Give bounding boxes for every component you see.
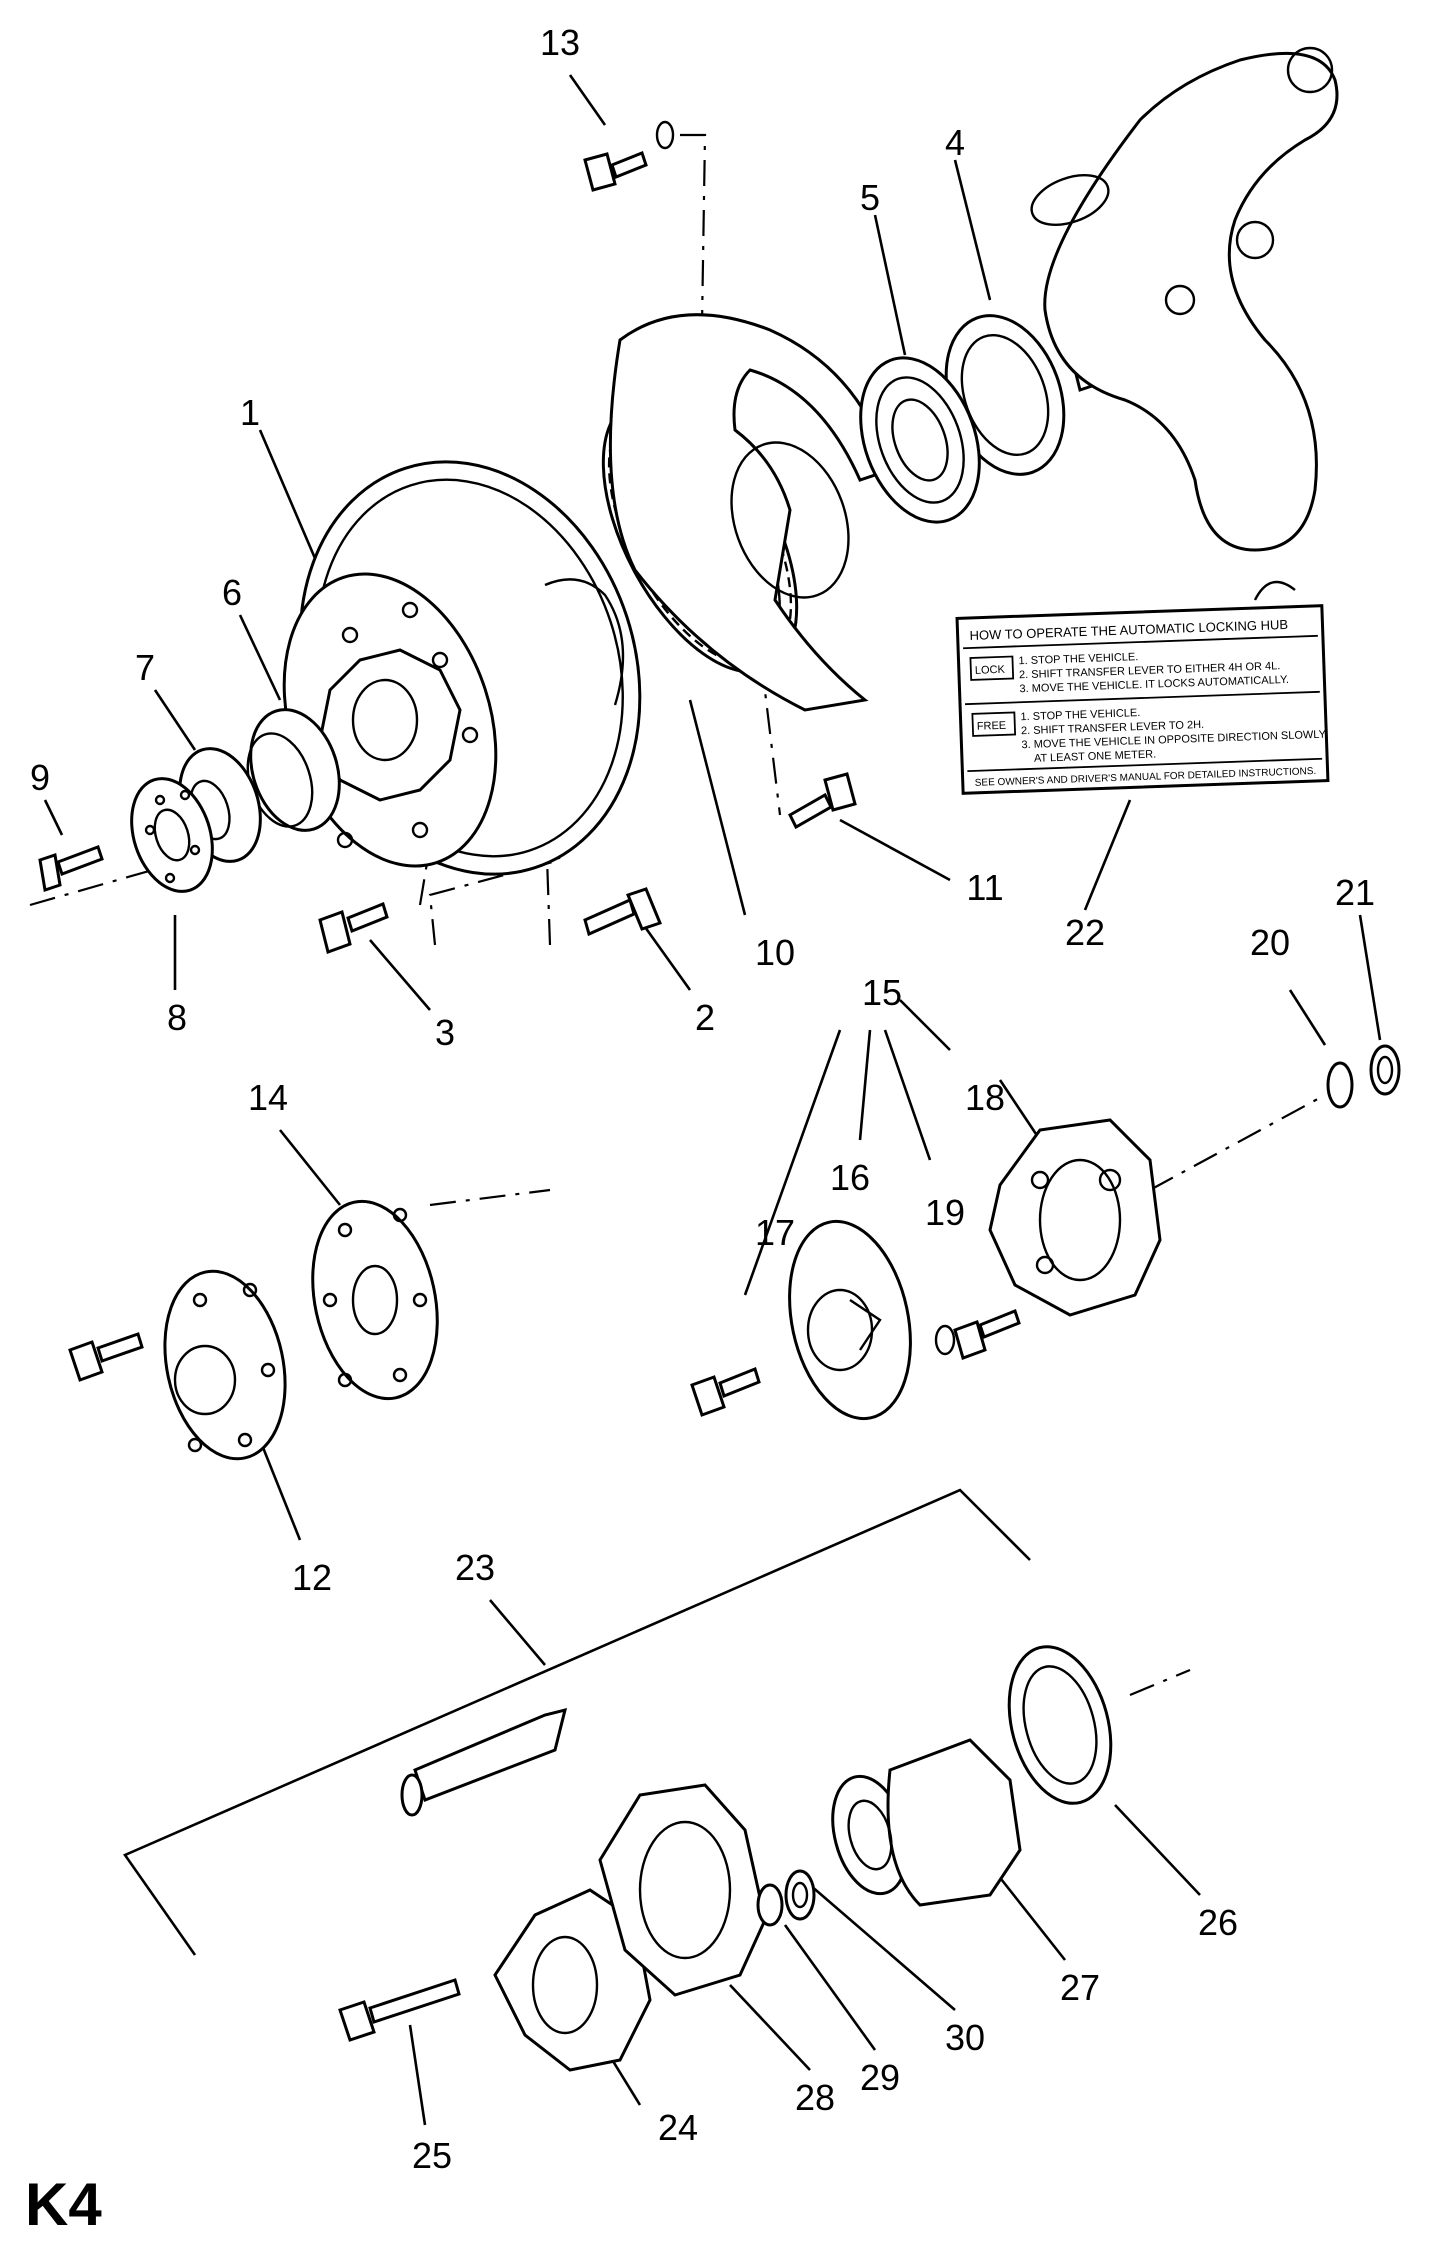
hub-cover [788,1219,912,1421]
bolt-11 [788,772,857,830]
callout-23: 23 [455,1547,495,1588]
kit-washer [784,1869,816,1921]
callout-30: 30 [945,2017,985,2058]
steering-knuckle [1030,46,1339,552]
seal [246,708,341,832]
callout-18: 18 [965,1077,1005,1118]
bolt-9 [38,845,104,892]
callout-26: 26 [1198,1902,1238,1943]
callout-15: 15 [862,972,902,1013]
page-code: K4 [25,2171,102,2238]
locking-hub-body [988,1118,1162,1317]
callout-14: 14 [248,1077,288,1118]
callout-4: 4 [945,122,965,163]
bearing-inner [859,356,981,524]
bolt-2 [583,887,662,937]
callout-19: 19 [925,1192,965,1233]
callout-11: 11 [966,867,1003,908]
callout-6: 6 [222,572,242,613]
callout-numbers: 1 2 3 4 5 6 7 8 9 10 11 12 13 14 15 16 1… [30,22,1375,2176]
kit-snap-ring [756,1883,784,1927]
hub-flange [311,1199,439,1401]
callout-22: 22 [1065,912,1105,953]
bolt-12 [68,1332,144,1382]
callout-10: 10 [755,932,795,973]
label-free-step-1: 1. STOP THE VEHICLE. [1020,707,1140,723]
dust-shield [608,313,892,712]
label-lock-step-1: 1. STOP THE VEHICLE. [1018,651,1138,667]
callout-13: 13 [540,22,580,63]
bolt-17 [690,1367,761,1417]
callout-29: 29 [860,2057,900,2098]
clutch-assembly [831,1738,1022,1907]
cam-ring [1007,1645,1113,1805]
bolt-3 [318,902,389,954]
callout-5: 5 [860,177,880,218]
callout-3: 3 [435,1012,455,1053]
hub-cap [163,1269,287,1461]
bolt-13 [583,120,675,192]
label-free-box: FREE [977,720,1007,733]
label-lock-box: LOCK [975,664,1006,677]
instruction-label: HOW TO OPERATE THE AUTOMATIC LOCKING HUB… [955,580,1330,795]
callout-2: 2 [695,997,715,1038]
callout-1: 1 [240,392,260,433]
callout-7: 7 [135,647,155,688]
callout-17: 17 [755,1212,795,1253]
callout-9: 9 [30,757,50,798]
callout-27: 27 [1060,1967,1100,2008]
callout-28: 28 [795,2077,835,2118]
callout-16: 16 [830,1157,870,1198]
lock-plate [130,777,214,893]
grease-tube [400,1707,568,1817]
leader-lines [43,74,1382,2126]
callout-20: 20 [1250,922,1290,963]
snap-ring [1326,1061,1354,1109]
kit-cover [493,1888,652,2072]
callout-25: 25 [412,2135,452,2176]
washer [1369,1044,1401,1096]
bolt-25 [338,1978,461,2042]
callout-24: 24 [658,2107,698,2148]
bolt-19 [934,1309,1021,1360]
callout-21: 21 [1335,872,1375,913]
callout-12: 12 [292,1557,332,1598]
callout-8: 8 [167,997,187,1038]
label-free-step-4: AT LEAST ONE METER. [1034,749,1157,765]
